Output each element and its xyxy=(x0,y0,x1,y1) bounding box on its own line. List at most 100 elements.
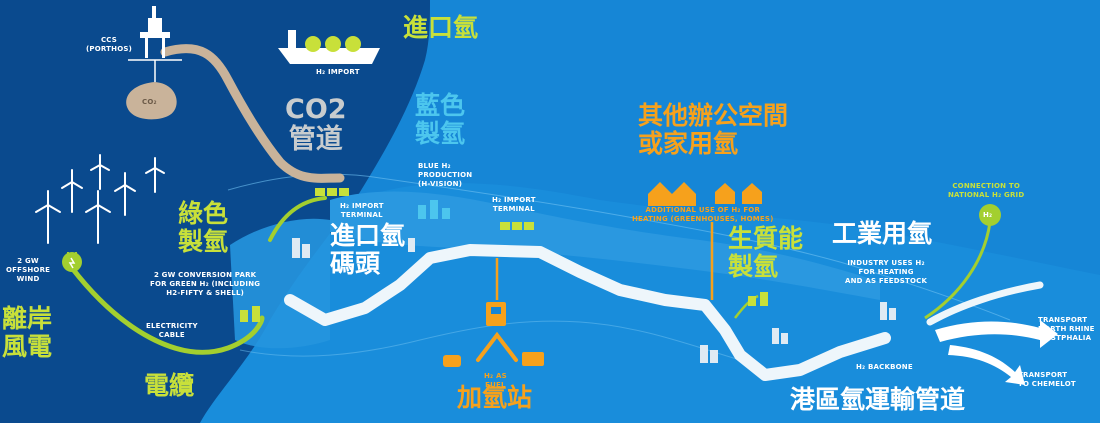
biomass-hydrogen-label: 生質能 製氫 xyxy=(728,225,803,281)
green-hydrogen-label: 綠色 製氫 xyxy=(178,200,228,256)
h2-import-label: 進口氫 xyxy=(403,13,479,42)
blue-hydrogen-label: 藍色 製氫 xyxy=(415,92,465,148)
industry-label: 工業用氫 xyxy=(832,219,933,248)
car-icon xyxy=(443,355,461,367)
terminal-b-line1: H₂ IMPORT xyxy=(492,196,536,204)
nrw-line1: TRANSPORT xyxy=(1038,316,1088,324)
backbone-caption: H₂ BACKBONE xyxy=(856,363,913,371)
transport-arrow-chemelot xyxy=(948,345,1025,385)
h2-backbone-branch xyxy=(926,281,1044,326)
additional-line2: HEATING (GREENHOUSES, HOMES) xyxy=(632,214,774,223)
fuel-station-fork xyxy=(476,331,518,362)
transport-nrw-caption: TRANSPORT NORTH RHINE WESTPHALIA xyxy=(1038,316,1095,342)
national-grid-caption: CONNECTION TO NATIONAL H₂ GRID xyxy=(948,182,1024,200)
co2-pipeline-label: CO2 管道 xyxy=(285,94,347,156)
conversion-line1: 2 GW CONVERSION PARK xyxy=(153,271,257,279)
blue-production-line2: PRODUCTION xyxy=(418,170,473,179)
fuel-line2: FUEL xyxy=(485,380,506,389)
wind-line2: OFFSHORE xyxy=(6,265,51,274)
h2-fuel-caption: H₂ AS FUEL xyxy=(484,372,507,390)
grid-connector-line xyxy=(924,221,992,320)
cable-caption-line2: CABLE xyxy=(158,330,185,339)
grid-connection-icon xyxy=(979,204,1001,226)
biomass-plant-icon xyxy=(748,292,768,306)
terminal-a-line2: TERMINAL xyxy=(340,210,383,219)
import-terminal-label: 進口氫 碼頭 xyxy=(330,222,405,278)
bio-label-line1: 生質能 xyxy=(728,224,804,253)
electricity-cable-line-2 xyxy=(268,196,327,242)
ship-caption: H₂ IMPORT xyxy=(316,68,360,76)
co2-label-line2: 管道 xyxy=(288,124,343,156)
truck-icon xyxy=(522,352,544,366)
blue-production-line3: (H-VISION) xyxy=(418,179,463,188)
import-terminal-tanks-b xyxy=(500,222,534,230)
terminal-label-line1: 進口氫 xyxy=(330,221,406,250)
h2-import-ship-icon xyxy=(278,30,380,64)
other-use-label: 其他辦公空間 或家用氫 xyxy=(638,102,788,158)
import-terminal-tanks-a xyxy=(315,188,349,196)
industry-caption: INDUSTRY USES H₂ FOR HEATING AND AS FEED… xyxy=(845,259,927,285)
fuel-station-label: 加氫站 xyxy=(457,383,533,412)
power-plug-icon xyxy=(62,252,82,272)
offshore-wind-label: 離岸 風電 xyxy=(2,305,52,361)
green-label-line2: 製氫 xyxy=(178,227,229,256)
offshore-wind-caption: 2 GW OFFSHORE WIND xyxy=(6,257,50,283)
co2-label-line1: CO2 xyxy=(285,94,347,125)
cable-label: 電纜 xyxy=(144,371,195,400)
chemelot-line2: TO CHEMELOT xyxy=(1018,379,1076,388)
shore-outline xyxy=(227,173,1011,321)
fuel-line1: H₂ AS xyxy=(484,372,507,380)
grid-badge-text: H₂ xyxy=(983,211,993,219)
other-label-line1: 其他辦公空間 xyxy=(638,101,789,130)
terminal-a-line1: H₂ IMPORT xyxy=(340,202,384,210)
terminal-label-line2: 碼頭 xyxy=(330,249,381,278)
house-icon-2 xyxy=(742,183,762,204)
ccs-platform-icon xyxy=(128,6,182,82)
terminal-b-line2: TERMINAL xyxy=(492,204,535,213)
transport-chemelot-caption: TRANSPORT TO CHEMELOT xyxy=(1018,371,1076,389)
blue-h2-plant-icon xyxy=(418,200,450,219)
blue-production-caption: BLUE H₂ PRODUCTION (H-VISION) xyxy=(418,162,472,188)
wind-line3: WIND xyxy=(16,274,40,283)
import-terminal-b-caption: H₂ IMPORT TERMINAL xyxy=(492,196,536,214)
industry-line3: AND AS FEEDSTOCK xyxy=(845,276,928,285)
offshore-label-line2: 風電 xyxy=(2,332,53,361)
co2-pipeline xyxy=(160,44,345,183)
wind-turbine-icons xyxy=(35,154,165,244)
nrw-line3: WESTPHALIA xyxy=(1038,333,1092,342)
green-h2-plant-icon xyxy=(240,306,260,322)
import-terminal-a-caption: H₂ IMPORT TERMINAL xyxy=(340,202,384,220)
blue-label-line2: 製氫 xyxy=(415,119,466,148)
industry-line1: INDUSTRY USES H₂ xyxy=(847,259,925,267)
port-pipeline-label: 港區氫運輸管道 xyxy=(790,385,966,414)
grid-line2: NATIONAL H₂ GRID xyxy=(948,190,1025,199)
green-label-line1: 綠色 xyxy=(178,199,229,228)
nrw-line2: NORTH RHINE xyxy=(1038,324,1095,333)
greenhouse-icon xyxy=(648,182,696,206)
offshore-label-line1: 離岸 xyxy=(2,304,53,333)
biomass-connector xyxy=(734,294,759,319)
electricity-cable-caption: ELECTRICITY CABLE xyxy=(146,322,198,340)
additional-use-caption: ADDITIONAL USE OF H₂ FOR HEATING (GREENH… xyxy=(632,206,774,224)
cable-caption-line1: ELECTRICITY xyxy=(146,322,198,330)
electricity-cable-line xyxy=(69,265,265,355)
bio-label-line2: 製氫 xyxy=(728,252,779,281)
conversion-line2: FOR GREEN H₂ (INCLUDING xyxy=(150,279,261,288)
house-icon-1 xyxy=(715,183,735,204)
chemelot-line1: TRANSPORT xyxy=(1018,371,1068,379)
co2-storage-icon xyxy=(126,82,177,120)
transport-arrow-nrw xyxy=(935,320,1058,348)
h2-backbone-pipeline xyxy=(284,244,891,381)
additional-line1: ADDITIONAL USE OF H₂ FOR xyxy=(645,206,761,214)
conversion-line3: H2-FIFTY & SHELL) xyxy=(166,288,245,297)
harbor-basin xyxy=(330,191,880,300)
other-label-line2: 或家用氫 xyxy=(638,129,739,158)
ccs-caption-line1: CCS xyxy=(100,36,118,44)
factory-icons xyxy=(292,238,896,363)
industry-line2: FOR HEATING xyxy=(858,267,914,276)
conversion-park-caption: 2 GW CONVERSION PARK FOR GREEN H₂ (INCLU… xyxy=(150,271,260,297)
ccs-caption: CCS (PORTHOS) xyxy=(86,36,132,54)
grid-line1: CONNECTION TO xyxy=(952,182,1021,190)
